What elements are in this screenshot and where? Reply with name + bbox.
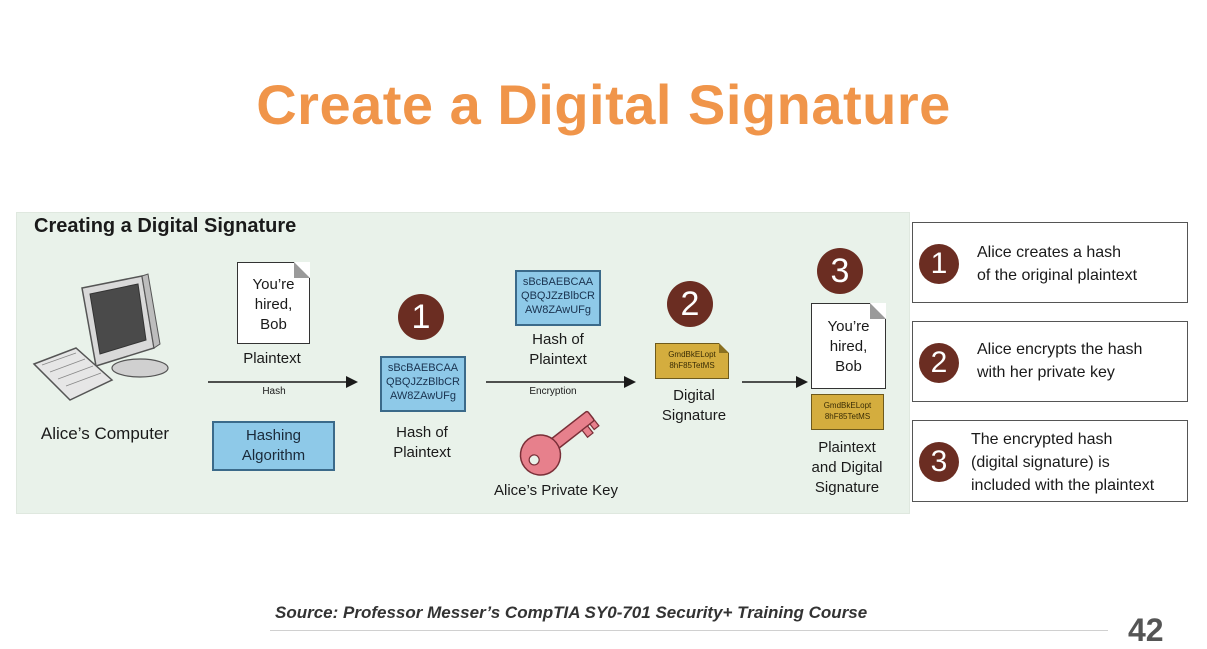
step-badge-2: 2 (667, 281, 713, 327)
diagram-heading: Creating a Digital Signature (34, 215, 297, 237)
hash-label-line: Plaintext (529, 351, 587, 368)
signature-line: GmdBkELopt (668, 350, 716, 359)
step-badge-2: 2 (919, 343, 959, 383)
hash-line: sBcBAEBCAA (522, 276, 594, 288)
signature-box: GmdBkELopt 8hF85TetMS (811, 394, 884, 430)
step-box-2: 2 Alice encrypts the hash with her priva… (912, 321, 1188, 402)
digital-signature-line: Digital (673, 387, 715, 404)
hash-line: AW8ZAwUFg (524, 304, 591, 316)
plaintext-line: Bob (260, 316, 287, 333)
result-document: You’re hired, Bob (811, 303, 886, 389)
step-text-line: included with the plaintext (971, 477, 1155, 494)
step-text-line: Alice encrypts the hash (977, 341, 1143, 358)
page-fold-icon (719, 343, 729, 353)
algorithm-line: Algorithm (241, 447, 306, 464)
key-icon (519, 410, 600, 476)
signature-line: 8hF85TetMS (824, 412, 871, 421)
signature-box: GmdBkELopt 8hF85TetMS (655, 343, 729, 379)
hash-arrow-label: Hash (262, 386, 286, 397)
algorithm-line: Hashing (245, 427, 302, 444)
private-key-label: Alice’s Private Key (494, 482, 618, 499)
plaintext-document: You’re hired, Bob (237, 262, 310, 344)
hash-box: sBcBAEBCAA QBQJZzBlbCR AW8ZAwUFg (515, 270, 601, 326)
hash-of-plaintext-label: Hash of Plaintext (372, 423, 472, 463)
signature-line: GmdBkELopt (823, 401, 872, 410)
hash-box: sBcBAEBCAA QBQJZzBlbCR AW8ZAwUFg (380, 356, 466, 412)
step-text-line: of the original plaintext (977, 267, 1138, 284)
source-citation: Source: Professor Messer’s CompTIA SY0-7… (275, 603, 868, 622)
computer-label: Alice’s Computer (40, 424, 170, 443)
step-box-1: 1 Alice creates a hash of the original p… (912, 222, 1188, 303)
hash-line: AW8ZAwUFg (389, 390, 456, 402)
plaintext-line: hired, (829, 338, 868, 355)
page-title: Create a Digital Signature (256, 73, 951, 136)
hash-line: QBQJZzBlbCR (386, 376, 460, 388)
plaintext-label: Plaintext (243, 350, 301, 367)
result-label: Plaintext and Digital Signature (790, 438, 904, 498)
step-text-line: with her private key (977, 364, 1115, 381)
hash-label-line: Hash of (532, 331, 584, 348)
step-text-line: Alice creates a hash (977, 244, 1122, 261)
hash-line: QBQJZzBlbCR (521, 290, 595, 302)
step-text-line: The encrypted hash (971, 431, 1113, 448)
page-fold-icon (870, 303, 886, 319)
encryption-arrow-label: Encryption (529, 386, 577, 397)
page-number: 42 (1128, 612, 1164, 648)
plaintext-line: You’re (827, 318, 870, 335)
hash-label-line: Hash of (396, 424, 448, 441)
plaintext-line: hired, (254, 296, 293, 313)
result-label-line: Plaintext (818, 439, 876, 456)
hash-label-line: Plaintext (393, 444, 451, 461)
step-badge-1: 1 (919, 244, 959, 284)
step-badge-3: 3 (817, 248, 863, 294)
result-label-line: and Digital (811, 459, 883, 476)
page-fold-icon (294, 262, 310, 278)
step-text-line: (digital signature) is (971, 454, 1110, 471)
footer-divider (270, 630, 1108, 631)
step-box-3: 3 The encrypted hash (digital signature)… (912, 420, 1188, 502)
result-label-line: Signature (814, 479, 880, 496)
combine-arrow (742, 376, 808, 388)
digital-signature-label: Digital Signature (642, 386, 746, 426)
step-badge-1: 1 (398, 294, 444, 340)
digital-signature-line: Signature (661, 407, 727, 424)
hash-line: sBcBAEBCAA (387, 362, 459, 374)
hash-arrow (208, 376, 358, 388)
plaintext-line: Bob (835, 358, 862, 375)
hashing-algorithm-box: Hashing Algorithm (212, 421, 335, 471)
plaintext-line: You’re (252, 276, 295, 293)
step-badge-3: 3 (919, 442, 959, 482)
computer-icon (32, 273, 169, 401)
encryption-arrow (486, 376, 636, 388)
hash-of-plaintext-label: Hash of Plaintext (508, 330, 608, 370)
signature-line: 8hF85TetMS (669, 361, 715, 370)
